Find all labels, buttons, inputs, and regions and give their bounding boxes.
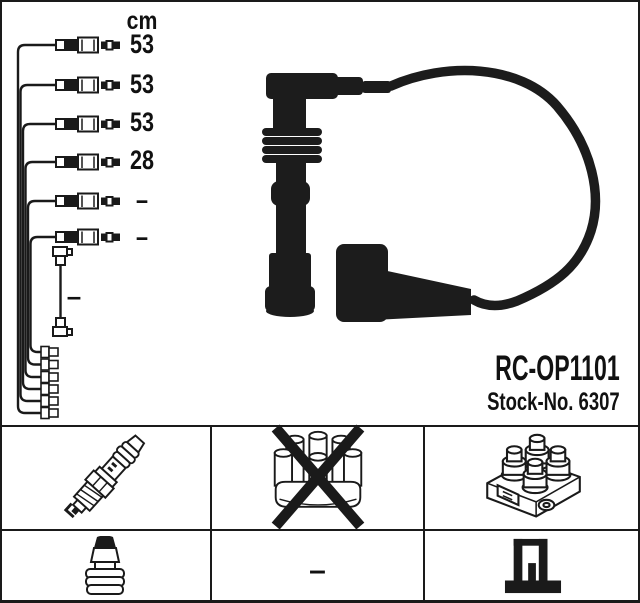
grid-cell-plug-terminal	[0, 531, 212, 600]
grid-cell-ignition-coil	[425, 427, 640, 531]
plug-terminal-nut-icon	[85, 535, 125, 595]
cable-length-value: –	[135, 185, 149, 215]
coil-terminal-icon	[504, 538, 561, 593]
cable-length-value: –	[135, 222, 149, 252]
grid-cell-spark-plug	[0, 427, 212, 531]
cross-out-x	[271, 424, 364, 530]
coil-lead-length-value: –	[66, 281, 82, 311]
cable-length-value: 53	[129, 29, 155, 59]
compatibility-grid: –	[0, 424, 640, 603]
part-number-block: RC-OP1101 Stock-No. 6307	[431, 349, 620, 417]
grid-cell-distributor-cap	[212, 424, 425, 531]
unit-header: cm	[126, 7, 158, 35]
no-entry-dash: –	[309, 553, 326, 587]
grid-cell-no-entry: –	[212, 531, 425, 600]
cable-length-value: 28	[129, 145, 155, 175]
part-number: RC-OP1101	[495, 349, 620, 388]
distributor-cap-crossed-icon	[271, 424, 364, 530]
wiring-schematic	[16, 36, 121, 420]
coil-lead-icon	[52, 246, 73, 337]
coil-end-connectors	[40, 345, 59, 420]
stock-number: Stock-No. 6307	[487, 388, 620, 416]
grid-cell-coil-terminal	[425, 531, 640, 600]
ignition-coil-pack-icon	[485, 433, 581, 518]
cable-connector-icon	[55, 36, 121, 246]
ignition-cable-photo	[262, 65, 601, 322]
cable-length-value: 53	[129, 69, 155, 99]
cable-length-value: 53	[129, 107, 155, 137]
spark-plug-icon	[63, 434, 146, 519]
